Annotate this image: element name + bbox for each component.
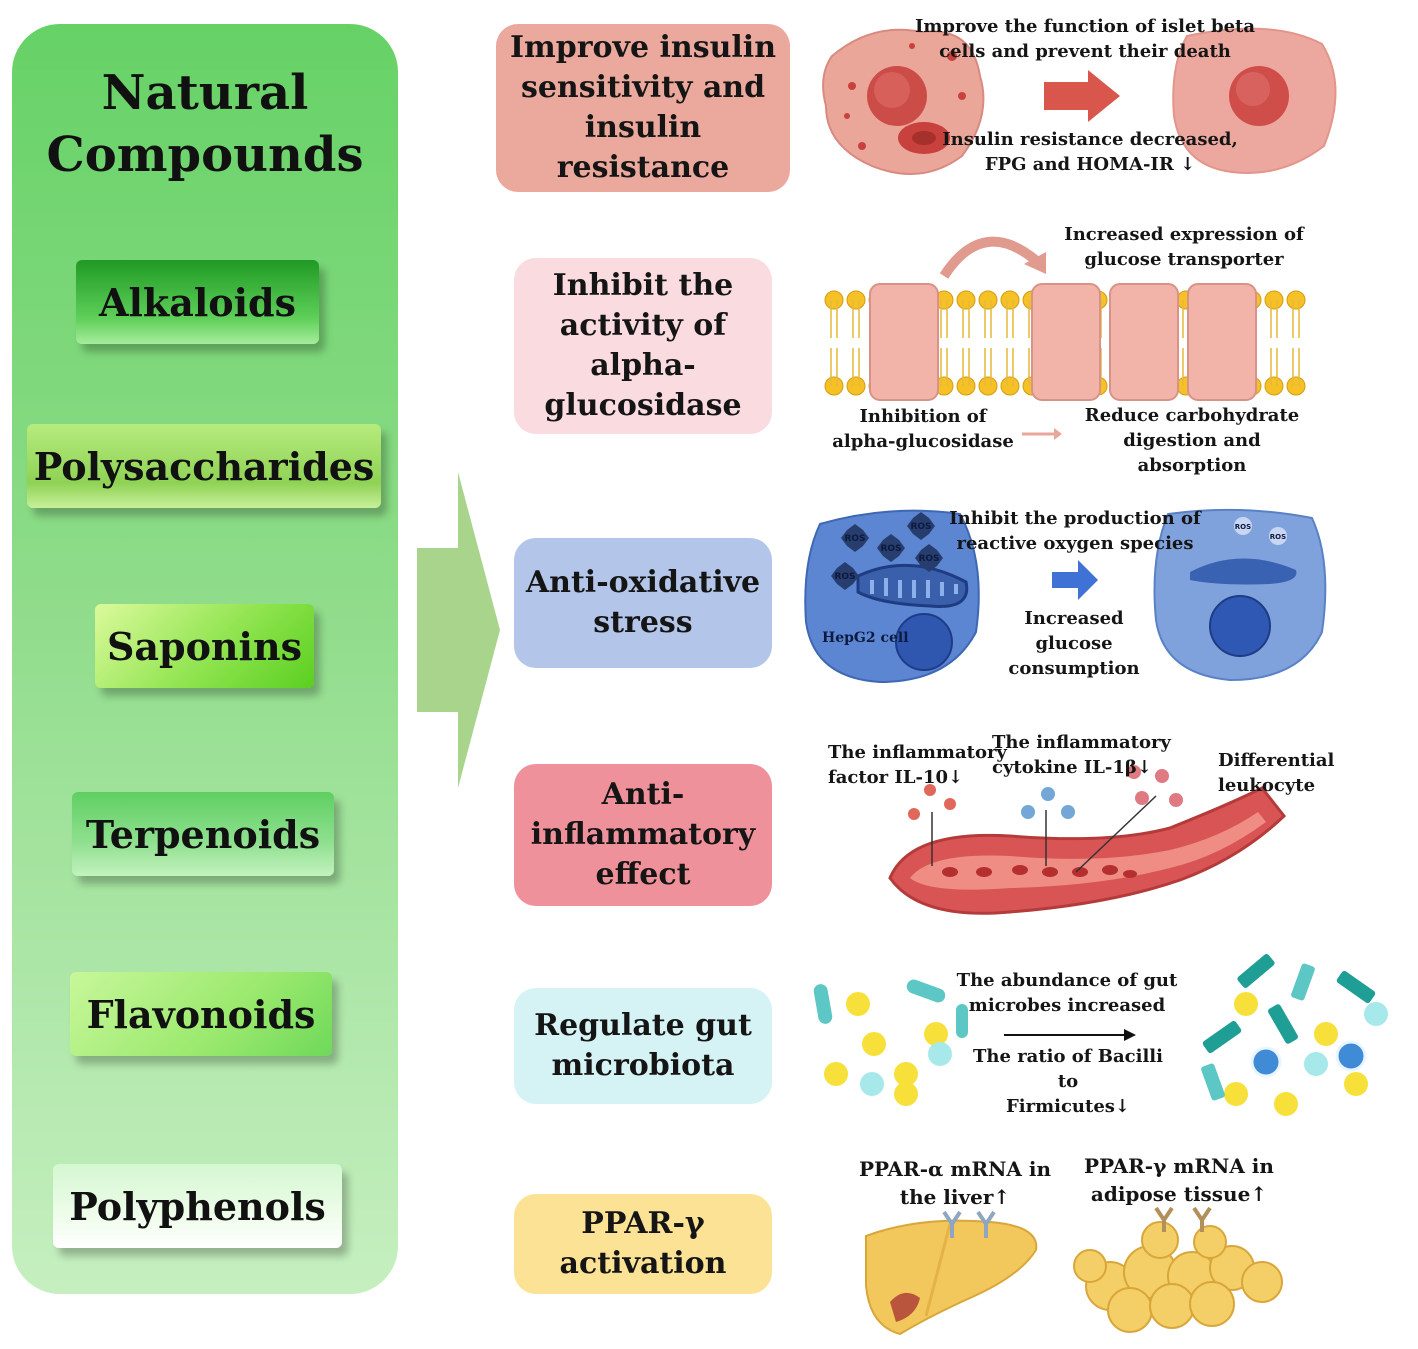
annotation-insulin-resistance: Insulin resistance decreased, FPG and HO… bbox=[942, 129, 1238, 175]
lipid-head bbox=[824, 376, 844, 396]
right-arrow-icon bbox=[1044, 70, 1120, 122]
right-arrow-icon bbox=[1004, 1029, 1136, 1041]
compound-polyphenols: Polyphenols bbox=[53, 1164, 342, 1248]
compound-flavonoids: Flavonoids bbox=[70, 972, 332, 1056]
annotation-bacilli: The ratio of Bacilli to Firmicutes↓ bbox=[973, 1046, 1163, 1117]
lipid-head bbox=[1264, 290, 1284, 310]
compound-alkaloids: Alkaloids bbox=[76, 260, 319, 344]
annotation-il1b: The inflammatory cytokine IL-1β↓ bbox=[992, 732, 1171, 778]
annotation-carbohydrate: Reduce carbohydrate digestion and absorp… bbox=[1084, 405, 1300, 476]
lipid-tail bbox=[1006, 348, 1014, 386]
mechanism-alpha-glucosidase: Inhibit the activity of alpha- glucosida… bbox=[514, 258, 772, 434]
annotation-inhibition: Inhibition of alpha-glucosidase bbox=[832, 406, 1014, 452]
lipid-tail bbox=[1292, 348, 1300, 386]
lipid-tail bbox=[830, 348, 838, 386]
oxidative-illustration: ROS ROS ROS ROS ROS ROS ROS bbox=[804, 508, 1327, 684]
microbes-after bbox=[1201, 954, 1388, 1116]
glucose-transporter bbox=[869, 283, 1257, 401]
lipid-tail bbox=[962, 300, 970, 338]
lipid-tail bbox=[1270, 348, 1278, 386]
lipid-head bbox=[978, 376, 998, 396]
svg-text:ROS: ROS bbox=[1270, 533, 1286, 541]
lipid-tail bbox=[1270, 300, 1278, 338]
mechanism-anti-inflammatory: Anti- inflammatory effect bbox=[514, 764, 772, 906]
ppar-illustration bbox=[865, 1206, 1283, 1336]
curved-arrow-icon bbox=[939, 236, 1046, 279]
receptor-icons-liver bbox=[942, 1210, 996, 1238]
lipid-tail bbox=[852, 300, 860, 338]
lipid-head bbox=[956, 376, 976, 396]
lipid-tail bbox=[962, 348, 970, 386]
lipid-tail bbox=[852, 348, 860, 386]
blood-vessel bbox=[888, 786, 1287, 915]
lipid-head bbox=[1000, 376, 1020, 396]
lipid-head bbox=[956, 290, 976, 310]
svg-text:ROS: ROS bbox=[834, 572, 855, 582]
annotation-glucose-transporter: Increased expression of glucose transpor… bbox=[1064, 224, 1304, 270]
svg-text:ROS: ROS bbox=[844, 534, 865, 544]
annotation-beta-cells: Improve the function of islet beta cells… bbox=[914, 16, 1256, 62]
mechanism-anti-oxidative: Anti-oxidative stress bbox=[514, 538, 772, 668]
annotation-leukocyte: Differential leukocyte bbox=[1218, 750, 1335, 796]
lipid-head bbox=[846, 376, 866, 396]
microbiota-illustration bbox=[813, 954, 1388, 1116]
lipid-tail bbox=[1006, 300, 1014, 338]
receptor-icons-adipose bbox=[1154, 1206, 1212, 1232]
healthy-beta-cell bbox=[1172, 27, 1337, 174]
lipid-head bbox=[1000, 290, 1020, 310]
svg-text:ROS: ROS bbox=[910, 522, 931, 532]
il10-cells bbox=[908, 784, 956, 820]
right-arrow-icon bbox=[1022, 428, 1062, 440]
annotation-glucose-consumption: Increased glucose consumption bbox=[1008, 608, 1140, 679]
mechanism-ppar: PPAR-γ activation bbox=[514, 1194, 772, 1294]
compound-label: Terpenoids bbox=[85, 811, 321, 857]
svg-text:ROS: ROS bbox=[918, 554, 939, 564]
right-arrow-icon bbox=[1052, 560, 1098, 600]
compound-label: Alkaloids bbox=[98, 279, 297, 325]
lipid-tail bbox=[984, 300, 992, 338]
ros-molecules: ROS ROS ROS ROS ROS bbox=[831, 512, 943, 590]
lipid-head bbox=[824, 290, 844, 310]
svg-text:ROS: ROS bbox=[880, 544, 901, 554]
adipose-tissue bbox=[1073, 1221, 1283, 1333]
compound-label: Saponins bbox=[106, 623, 303, 669]
healthy-hepg2-cell: ROS ROS bbox=[1153, 508, 1327, 682]
annotation-ppar-gamma: PPAR-γ mRNA in adipose tissue↑ bbox=[1084, 1154, 1274, 1206]
lipid-tail bbox=[830, 300, 838, 338]
lipid-head bbox=[978, 290, 998, 310]
compound-label: Flavonoids bbox=[86, 991, 316, 1037]
big-arrow bbox=[417, 472, 500, 788]
lipid-tail bbox=[984, 348, 992, 386]
annotation-gut-abundance: The abundance of gut microbes increased bbox=[956, 970, 1178, 1016]
insulin-illustration bbox=[822, 27, 1337, 175]
lipid-head bbox=[846, 290, 866, 310]
lipid-head bbox=[1264, 376, 1284, 396]
il1b-cells bbox=[1021, 787, 1075, 819]
compound-label: Polyphenols bbox=[69, 1183, 326, 1229]
blood-vessel-illustration bbox=[888, 765, 1287, 915]
compound-polysaccharides: Polysaccharides bbox=[27, 424, 381, 508]
leukocyte-cells bbox=[1127, 765, 1183, 807]
membrane-illustration bbox=[824, 236, 1306, 401]
lipid-tail bbox=[940, 300, 948, 338]
annotation-ros: Inhibit the production of reactive oxyge… bbox=[949, 508, 1201, 554]
compound-saponins: Saponins bbox=[95, 604, 314, 688]
panel-title: Natural Compounds bbox=[46, 65, 364, 183]
compound-label: Polysaccharides bbox=[33, 443, 375, 489]
mechanism-insulin: Improve insulin sensitivity and insulin … bbox=[496, 24, 790, 192]
compound-terpenoids: Terpenoids bbox=[72, 792, 334, 876]
annotation-ppar-alpha: PPAR-α mRNA in the liver↑ bbox=[858, 1157, 1052, 1209]
microbes-before bbox=[813, 979, 968, 1106]
lipid-head bbox=[1286, 290, 1306, 310]
annotation-hepg2: HepG2 cell bbox=[822, 630, 909, 646]
svg-text:ROS: ROS bbox=[1235, 523, 1251, 531]
pointer-lines bbox=[931, 795, 1157, 873]
lipid-tail bbox=[1292, 300, 1300, 338]
damaged-beta-cell bbox=[822, 28, 985, 175]
lipid-tail bbox=[940, 348, 948, 386]
mechanism-gut-microbiota: Regulate gut microbiota bbox=[514, 988, 772, 1104]
annotation-il10: The inflammatory factor IL-10↓ bbox=[828, 742, 1007, 788]
lipid-head bbox=[1286, 376, 1306, 396]
